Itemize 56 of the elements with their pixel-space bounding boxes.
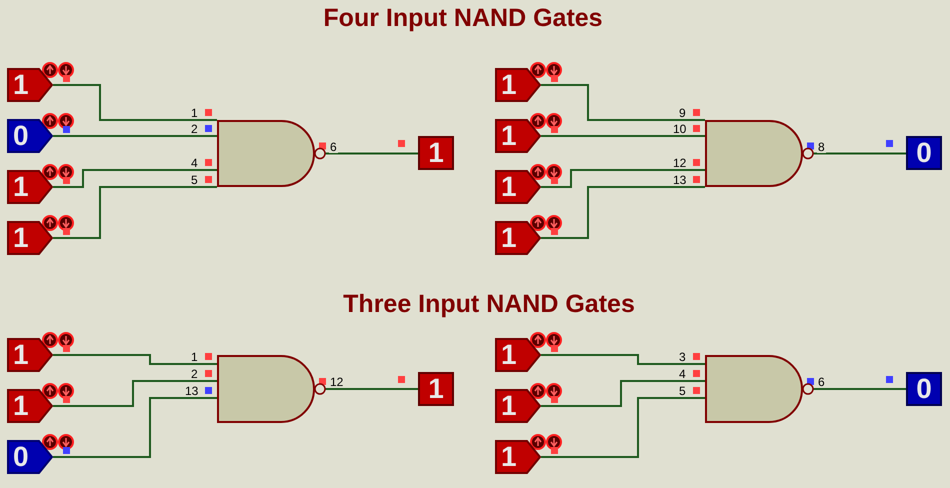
wire bbox=[325, 388, 418, 390]
pin-number: 9 bbox=[678, 107, 687, 119]
logic-output-indicator: 0 bbox=[906, 136, 942, 170]
wire bbox=[541, 186, 705, 239]
pin-number: 2 bbox=[190, 123, 199, 135]
wire bbox=[540, 135, 705, 137]
wire bbox=[813, 388, 906, 390]
logic-input-probe: 1 bbox=[495, 389, 541, 423]
pin-number: 2 bbox=[190, 368, 199, 380]
wire bbox=[541, 380, 705, 407]
pin-number: 4 bbox=[190, 157, 199, 169]
pin-number: 13 bbox=[184, 385, 200, 397]
logic-input-probe: 1 bbox=[7, 389, 53, 423]
logic-input-probe: 0 bbox=[7, 119, 53, 153]
heading: Three Input NAND Gates bbox=[343, 290, 635, 319]
heading: Four Input NAND Gates bbox=[323, 4, 603, 33]
pin-number: 13 bbox=[672, 174, 688, 186]
wire bbox=[52, 135, 217, 137]
logic-input-probe: 1 bbox=[495, 119, 541, 153]
logic-input-probe: 1 bbox=[495, 338, 541, 372]
wire bbox=[53, 169, 217, 188]
wire bbox=[813, 152, 906, 154]
pin-number: 12 bbox=[672, 157, 688, 169]
wire bbox=[541, 354, 705, 365]
wire bbox=[541, 169, 705, 188]
logic-input-probe: 1 bbox=[7, 170, 53, 204]
logic-input-probe: 1 bbox=[495, 68, 541, 102]
logic-input-probe: 1 bbox=[495, 440, 541, 474]
logic-output-indicator: 1 bbox=[418, 136, 454, 170]
logic-input-probe: 0 bbox=[7, 440, 53, 474]
wire bbox=[53, 397, 217, 458]
wire bbox=[541, 397, 705, 458]
wire bbox=[325, 152, 418, 154]
pin-number: 12 bbox=[329, 376, 344, 388]
wire bbox=[541, 84, 705, 121]
pin-number: 8 bbox=[817, 140, 826, 152]
pin-number: 5 bbox=[190, 174, 199, 186]
logic-input-probe: 1 bbox=[7, 221, 53, 255]
pin-number: 1 bbox=[190, 107, 199, 119]
pin-number: 1 bbox=[190, 351, 199, 363]
pin-number: 4 bbox=[678, 368, 687, 380]
logic-input-probe: 1 bbox=[495, 221, 541, 255]
wire bbox=[53, 84, 217, 121]
pin-number: 10 bbox=[672, 123, 688, 135]
pin-number: 5 bbox=[678, 385, 687, 397]
pin-number: 6 bbox=[817, 376, 826, 388]
logic-output-indicator: 1 bbox=[418, 372, 454, 406]
wire bbox=[53, 380, 217, 407]
logic-input-probe: 1 bbox=[7, 338, 53, 372]
pin-number: 3 bbox=[678, 351, 687, 363]
logic-output-indicator: 0 bbox=[906, 372, 942, 406]
wire bbox=[53, 186, 217, 239]
logic-input-probe: 1 bbox=[495, 170, 541, 204]
wire bbox=[53, 354, 217, 365]
logic-input-probe: 1 bbox=[7, 68, 53, 102]
pin-number: 6 bbox=[329, 140, 338, 152]
